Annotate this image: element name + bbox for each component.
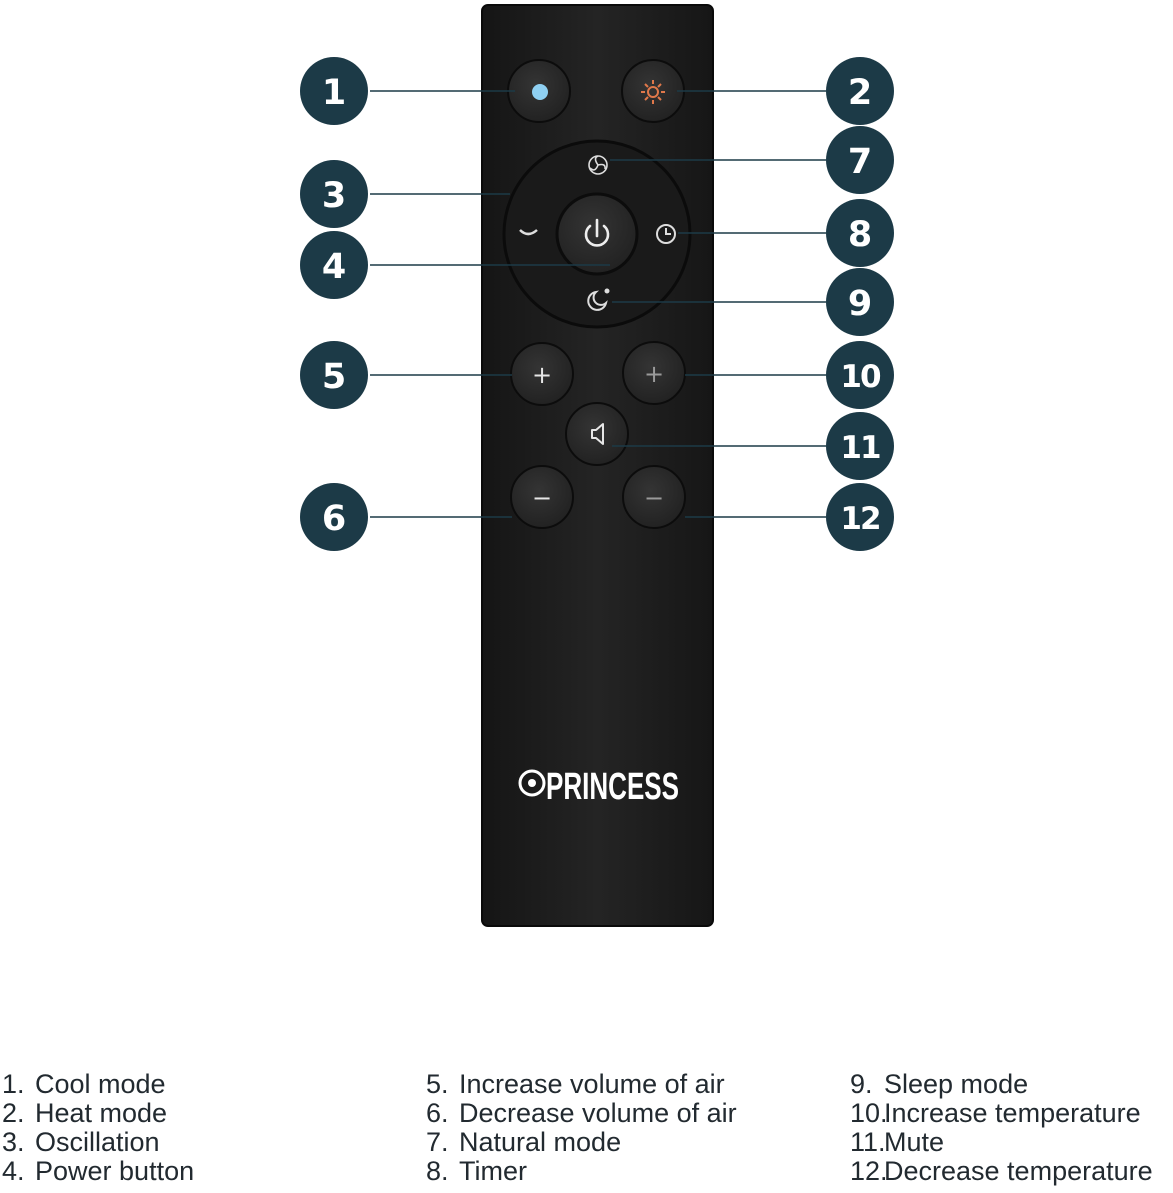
- speaker-icon: [591, 423, 604, 445]
- callout-9: 9: [826, 268, 894, 336]
- increase-air-button[interactable]: +: [510, 342, 574, 406]
- svg-text:12: 12: [840, 501, 879, 537]
- brand-logo-text: PRINCESS: [546, 766, 679, 808]
- legend-item-heat-mode: 2.Heat mode: [2, 1098, 168, 1128]
- cool-mode-button[interactable]: [507, 59, 571, 123]
- mute-button[interactable]: [565, 402, 629, 466]
- legend-item-decrease-temperature: 12.Decrease temperature: [850, 1156, 1153, 1186]
- svg-text:5: 5: [322, 357, 346, 397]
- svg-text:9: 9: [848, 284, 872, 324]
- legend-column-1: 1.Cool mode 2.Heat mode 3.Oscillation 4.…: [2, 1070, 194, 1186]
- callout-10: 10: [826, 341, 894, 409]
- oscillation-icon: [519, 229, 538, 236]
- callout-1: 1: [300, 57, 368, 125]
- callout-2: 2: [826, 57, 894, 125]
- sleep-mode-button[interactable]: [587, 288, 610, 311]
- callout-11: 11: [826, 412, 894, 480]
- legend-item-mute: 11.Mute: [850, 1127, 945, 1157]
- legend-item-increase-air: 5.Increase volume of air: [426, 1069, 725, 1099]
- legend-column-3: 9.Sleep mode 10.Increase temperature 11.…: [850, 1070, 1153, 1186]
- svg-text:4: 4: [322, 247, 346, 287]
- clock-icon: [656, 224, 676, 244]
- callout-12: 12: [826, 483, 894, 551]
- svg-text:11: 11: [840, 430, 880, 466]
- power-icon: [584, 218, 610, 247]
- remote-control-diagram: + + − − PRINCESS 1 2 3 4 5: [300, 4, 894, 927]
- legend-item-oscillation: 3.Oscillation: [2, 1127, 160, 1157]
- sun-icon: [641, 80, 665, 104]
- moon-icon: [587, 288, 610, 311]
- svg-text:6: 6: [322, 499, 346, 539]
- increase-temperature-button[interactable]: +: [622, 341, 686, 405]
- decrease-air-button[interactable]: −: [510, 465, 574, 529]
- callout-3: 3: [300, 160, 368, 228]
- legend-item-natural-mode: 7.Natural mode: [426, 1127, 622, 1157]
- princess-logo: PRINCESS: [518, 766, 679, 808]
- leader-lines: [370, 90, 826, 518]
- decrease-temperature-button[interactable]: −: [622, 465, 686, 529]
- natural-mode-button[interactable]: [588, 155, 608, 175]
- legend-item-cool-mode: 1.Cool mode: [2, 1069, 166, 1099]
- legend-item-sleep-mode: 9.Sleep mode: [850, 1069, 1029, 1099]
- svg-text:7: 7: [848, 142, 872, 182]
- oscillation-button[interactable]: [519, 229, 538, 236]
- legend-item-timer: 8.Timer: [426, 1156, 527, 1186]
- callout-5: 5: [300, 341, 368, 409]
- callout-6: 6: [300, 483, 368, 551]
- callout-8: 8: [826, 199, 894, 267]
- minus-symbol: −: [532, 484, 552, 512]
- plus-symbol: +: [644, 360, 664, 388]
- timer-button[interactable]: [656, 224, 676, 244]
- svg-text:2: 2: [848, 73, 872, 113]
- svg-text:3: 3: [322, 176, 346, 216]
- legend-item-decrease-air: 6.Decrease volume of air: [426, 1098, 737, 1128]
- callout-4: 4: [300, 231, 368, 299]
- legend-item-power-button: 4.Power button: [2, 1156, 195, 1186]
- svg-text:10: 10: [840, 359, 881, 395]
- svg-text:8: 8: [848, 215, 872, 255]
- cool-led-icon: [532, 84, 548, 100]
- heat-mode-button[interactable]: [621, 59, 685, 123]
- fan-icon: [588, 155, 608, 175]
- callout-7: 7: [826, 126, 894, 194]
- minus-symbol: −: [644, 484, 664, 512]
- legend: 1.Cool mode 2.Heat mode 3.Oscillation 4.…: [0, 1070, 1173, 1193]
- power-button[interactable]: [555, 192, 639, 276]
- legend-item-increase-temperature: 10.Increase temperature: [850, 1098, 1141, 1128]
- plus-symbol: +: [532, 361, 552, 389]
- legend-column-2: 5.Increase volume of air 6.Decrease volu…: [426, 1070, 737, 1186]
- svg-text:1: 1: [322, 73, 346, 113]
